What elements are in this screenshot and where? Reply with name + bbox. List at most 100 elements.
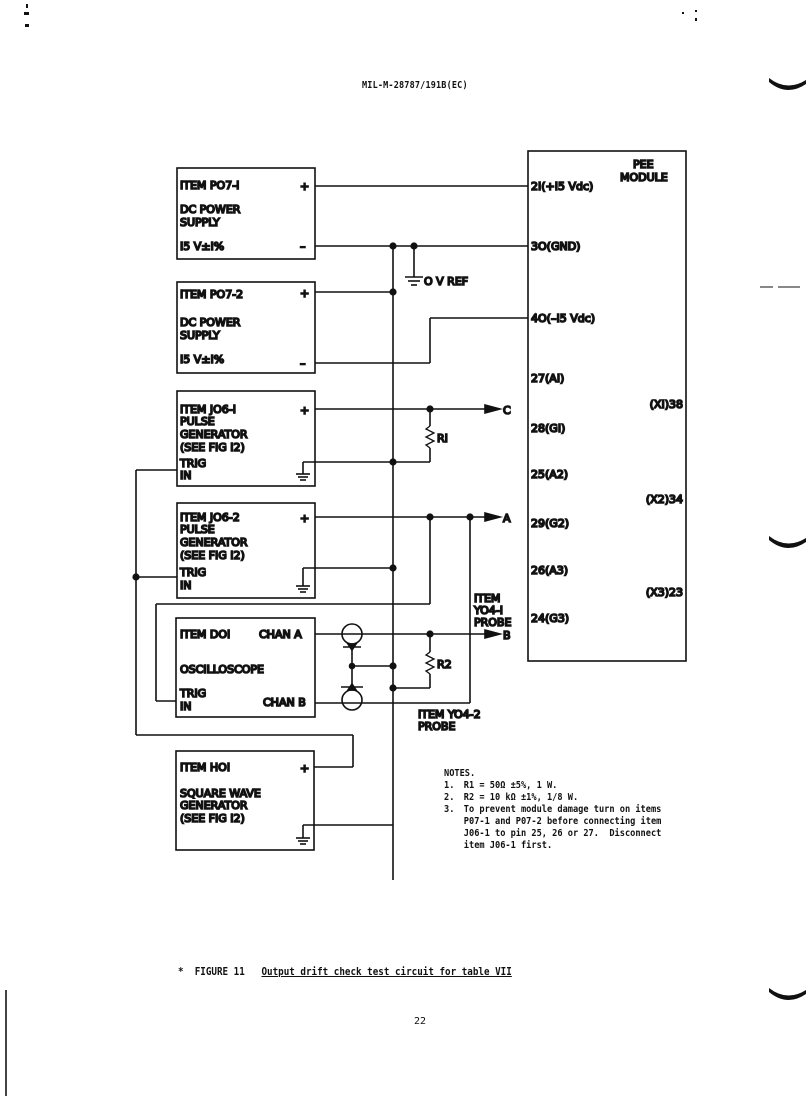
box-d01	[175, 617, 316, 718]
note-continuation: item J06-1 first.	[444, 840, 661, 852]
p07-2-line: SUPPLY	[180, 329, 220, 342]
pin-21: 2I(+I5 Vdc)	[531, 180, 593, 193]
figure-title: Output drift check test circuit for tabl…	[261, 966, 512, 978]
box-module	[527, 150, 687, 662]
p07-2-line: DC POWER	[180, 316, 241, 329]
note-text: R1 = 50Ω ±5%, 1 W.	[463, 780, 558, 791]
note-continuation: P07-1 and P07-2 before connecting item	[444, 816, 662, 828]
margin-mark	[25, 24, 29, 27]
note-text: R2 = 10 kΩ ±1%, 1/8 W.	[463, 792, 579, 803]
plus-terminal: +	[300, 180, 309, 193]
note-text: To prevent module damage turn on items	[463, 804, 662, 815]
node-c-label: C	[503, 404, 511, 417]
junction-dot	[389, 564, 397, 572]
revision-marker: *	[178, 966, 184, 978]
junction-dot	[389, 288, 397, 296]
probe1-label: YO4-I	[473, 604, 503, 617]
box-j06-2	[176, 502, 316, 599]
document-id: MIL-M-28787/191B(EC)	[362, 80, 468, 91]
ov-ref-label: O V REF	[424, 275, 468, 288]
h01-line: (SEE FIG I2)	[180, 812, 245, 825]
j06-1-trig: TRIG	[179, 457, 206, 470]
node-b-label: B	[503, 629, 511, 642]
p07-1-title: ITEM PO7-I	[180, 179, 239, 192]
notes-heading: NOTES.	[444, 768, 476, 779]
j06-1-line: (SEE FIG I2)	[180, 441, 245, 454]
note-number: 3.	[444, 804, 455, 815]
junction-dot	[389, 458, 397, 466]
d01-title: ITEM DOI	[180, 628, 230, 641]
junction-dot	[389, 662, 397, 670]
minus-terminal: –	[300, 357, 306, 370]
node-a-label: A	[503, 512, 511, 525]
d01-name: OSCILLOSCOPE	[180, 663, 264, 676]
junction-dot	[341, 689, 363, 711]
schematic-symbol	[346, 682, 358, 691]
junction-dot	[389, 242, 397, 250]
margin-mark	[26, 4, 28, 8]
h01-line: SQUARE WAVE	[180, 787, 261, 800]
module-title: PEE	[633, 158, 654, 171]
module-title: MODULE	[620, 171, 668, 184]
pin-27: 27(AI)	[531, 372, 564, 385]
minus-terminal: –	[300, 240, 306, 253]
box-h01	[175, 750, 315, 851]
note-text: item J06-1 first.	[463, 840, 553, 851]
binding-mark	[769, 536, 806, 549]
r1-label: RI	[437, 432, 448, 445]
h01-line: GENERATOR	[180, 799, 248, 812]
box-p07-2	[176, 281, 316, 374]
pin-26: 26(A3)	[531, 564, 568, 577]
pin-30: 3O(GND)	[531, 240, 580, 253]
page-number: 22	[414, 1016, 427, 1027]
j06-1-line: GENERATOR	[180, 428, 248, 441]
chan-b-label: CHAN B	[263, 696, 306, 709]
r2-label: R2	[437, 658, 452, 671]
margin-mark	[695, 10, 697, 12]
j06-2-title: ITEM JO6-2	[180, 511, 240, 524]
box-j06-1	[176, 390, 316, 487]
j06-1-line: PULSE	[180, 415, 215, 428]
binding-mark	[769, 988, 806, 1001]
probe1-label: ITEM	[474, 592, 500, 605]
note-number: 2.	[444, 792, 455, 803]
pin-28: 28(GI)	[531, 422, 565, 435]
note-item: 1. R1 = 50Ω ±5%, 1 W.	[444, 780, 661, 792]
binding-mark	[769, 78, 806, 91]
p07-2-rating: I5 V±I%	[180, 353, 224, 366]
j06-2-line: GENERATOR	[180, 536, 248, 549]
plus-terminal: +	[300, 287, 309, 300]
pin-23: (X3)23	[646, 586, 683, 599]
note-text: P07-1 and P07-2 before connecting item	[463, 816, 662, 827]
j06-2-in: IN	[180, 579, 191, 592]
chan-a-label: CHAN A	[259, 628, 302, 641]
probe2-label: PROBE	[418, 720, 455, 733]
schematic-symbol	[484, 511, 504, 523]
pin-29: 29(G2)	[531, 517, 569, 530]
notes: NOTES. 1. R1 = 50Ω ±5%, 1 W. 2. R2 = 10 …	[444, 768, 661, 852]
probe2-label: ITEM YO4-2	[418, 708, 481, 721]
pin-24: 24(G3)	[531, 612, 569, 625]
j06-2-line: PULSE	[180, 523, 215, 536]
pin-38: (XI)38	[650, 398, 683, 411]
schematic-symbol	[424, 651, 436, 675]
j06-1-in: IN	[180, 469, 191, 482]
j06-2-line: (SEE FIG I2)	[180, 549, 245, 562]
h01-title: ITEM HOI	[180, 761, 230, 774]
j06-1-title: ITEM JO6-I	[180, 403, 236, 416]
probe1-label: PROBE	[474, 616, 511, 629]
margin-mark	[24, 12, 29, 15]
note-number: 1.	[444, 780, 455, 791]
figure-caption: * FIGURE 11 Output drift check test circ…	[178, 966, 512, 978]
junction-dot	[389, 684, 397, 692]
d01-trig: TRIG	[179, 687, 206, 700]
figure-number: FIGURE 11	[194, 966, 245, 978]
pin-40: 4O(–I5 Vdc)	[531, 312, 595, 325]
plus-terminal: +	[300, 512, 309, 525]
plus-terminal: +	[300, 762, 309, 775]
box-p07-1	[176, 167, 316, 260]
plus-terminal: +	[300, 404, 309, 417]
schematic-symbol	[424, 425, 436, 449]
p07-2-title: ITEM PO7-2	[180, 288, 243, 301]
